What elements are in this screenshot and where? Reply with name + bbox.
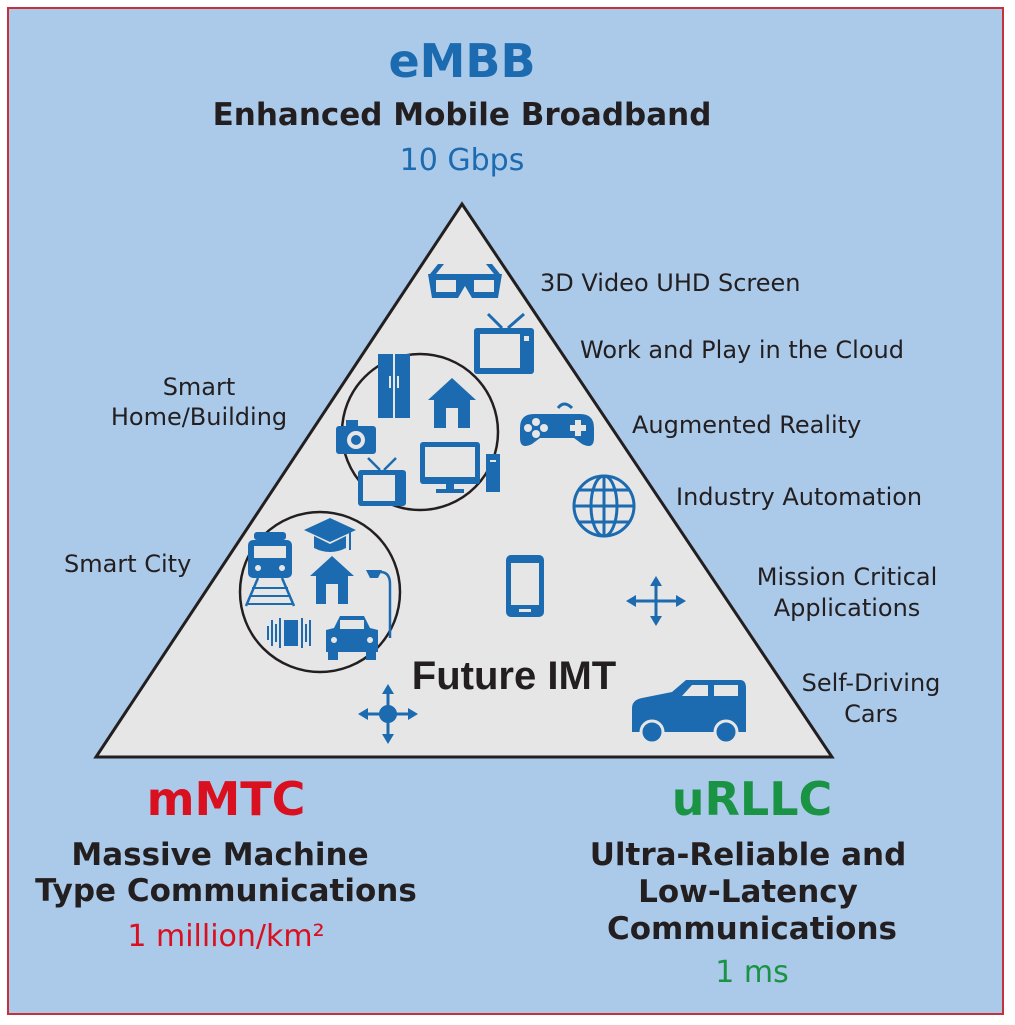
suv-car-icon bbox=[632, 680, 746, 745]
sound-wave-icon bbox=[267, 618, 311, 648]
smartphone-icon bbox=[506, 555, 544, 617]
cloud-label: Work and Play in the Cloud bbox=[580, 336, 904, 364]
monitor-icon bbox=[420, 442, 500, 493]
car-icon bbox=[326, 616, 378, 660]
urllc-subtitle-line3: Communications bbox=[607, 911, 897, 947]
smart-city-label: Smart City bbox=[64, 550, 192, 578]
smart-home-label-line1: Smart bbox=[162, 373, 236, 401]
cars-label-line2: Cars bbox=[844, 700, 898, 728]
urllc-subtitle-line2: Low-Latency bbox=[638, 874, 858, 910]
city-house-icon bbox=[310, 556, 354, 604]
embb-title: eMBB bbox=[388, 34, 536, 88]
tv-icon bbox=[474, 312, 534, 374]
mmtc-subtitle-line1: Massive Machine bbox=[71, 837, 369, 873]
graduation-cap-icon bbox=[304, 518, 356, 552]
fridge-icon bbox=[378, 354, 410, 418]
compass-arrows-icon bbox=[358, 684, 418, 744]
embb-subtitle: Enhanced Mobile Broadband bbox=[212, 97, 712, 133]
urllc-subtitle-line1: Ultra-Reliable and bbox=[589, 837, 907, 873]
mmtc-value: 1 million/km² bbox=[127, 919, 325, 954]
arrows-cross-icon bbox=[626, 576, 686, 626]
cars-label-line1: Self-Driving bbox=[801, 669, 941, 697]
globe-icon bbox=[572, 474, 636, 538]
future-imt-label: Future IMT bbox=[411, 654, 617, 698]
tv-small-icon bbox=[358, 457, 406, 506]
street-lamp-icon bbox=[366, 570, 392, 638]
game-controller-icon bbox=[520, 402, 594, 446]
urllc-title: uRLLC bbox=[671, 772, 833, 826]
house-icon bbox=[428, 378, 476, 428]
mission-label-line2: Applications bbox=[773, 594, 921, 622]
mission-label-line1: Mission Critical bbox=[756, 563, 938, 591]
mmtc-title: mMTC bbox=[146, 772, 306, 826]
train-icon bbox=[244, 532, 296, 607]
industry-label: Industry Automation bbox=[676, 483, 923, 511]
video-label: 3D Video UHD Screen bbox=[540, 269, 801, 297]
embb-value: 10 Gbps bbox=[399, 143, 525, 178]
mmtc-subtitle-line2: Type Communications bbox=[35, 873, 417, 909]
ar-label: Augmented Reality bbox=[632, 411, 862, 439]
smart-city-circle bbox=[238, 510, 402, 674]
camera-icon bbox=[336, 420, 376, 454]
smart-home-label-line2: Home/Building bbox=[110, 403, 288, 431]
3d-glasses-icon bbox=[428, 264, 502, 298]
urllc-value: 1 ms bbox=[715, 955, 789, 990]
